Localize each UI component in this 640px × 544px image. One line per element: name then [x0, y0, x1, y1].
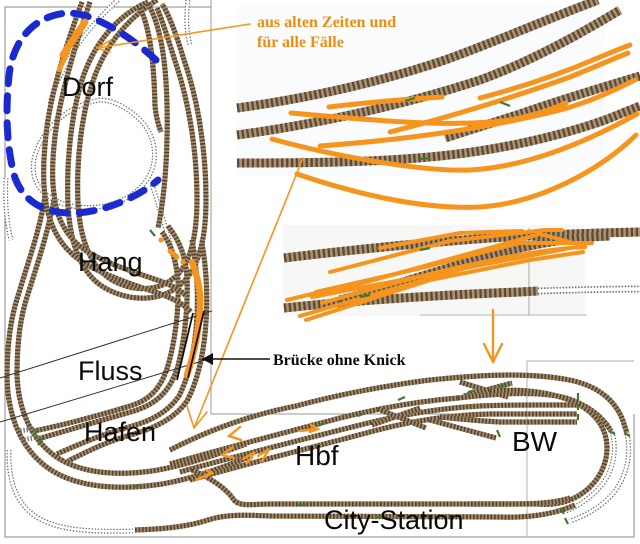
svg-text:Dorf: Dorf	[62, 72, 114, 102]
svg-text:Hbf: Hbf	[295, 440, 339, 471]
svg-text:Hafen: Hafen	[84, 417, 156, 447]
svg-text:BW: BW	[512, 426, 558, 457]
svg-text:aus alten Zeiten und: aus alten Zeiten und	[257, 14, 396, 31]
svg-text:Hang: Hang	[78, 247, 143, 277]
svg-text:für alle Fälle: für alle Fälle	[257, 34, 344, 51]
svg-text:Brücke ohne Knick: Brücke ohne Knick	[273, 352, 406, 369]
svg-text:Fluss: Fluss	[78, 356, 143, 386]
svg-text:City-Station: City-Station	[324, 505, 464, 535]
